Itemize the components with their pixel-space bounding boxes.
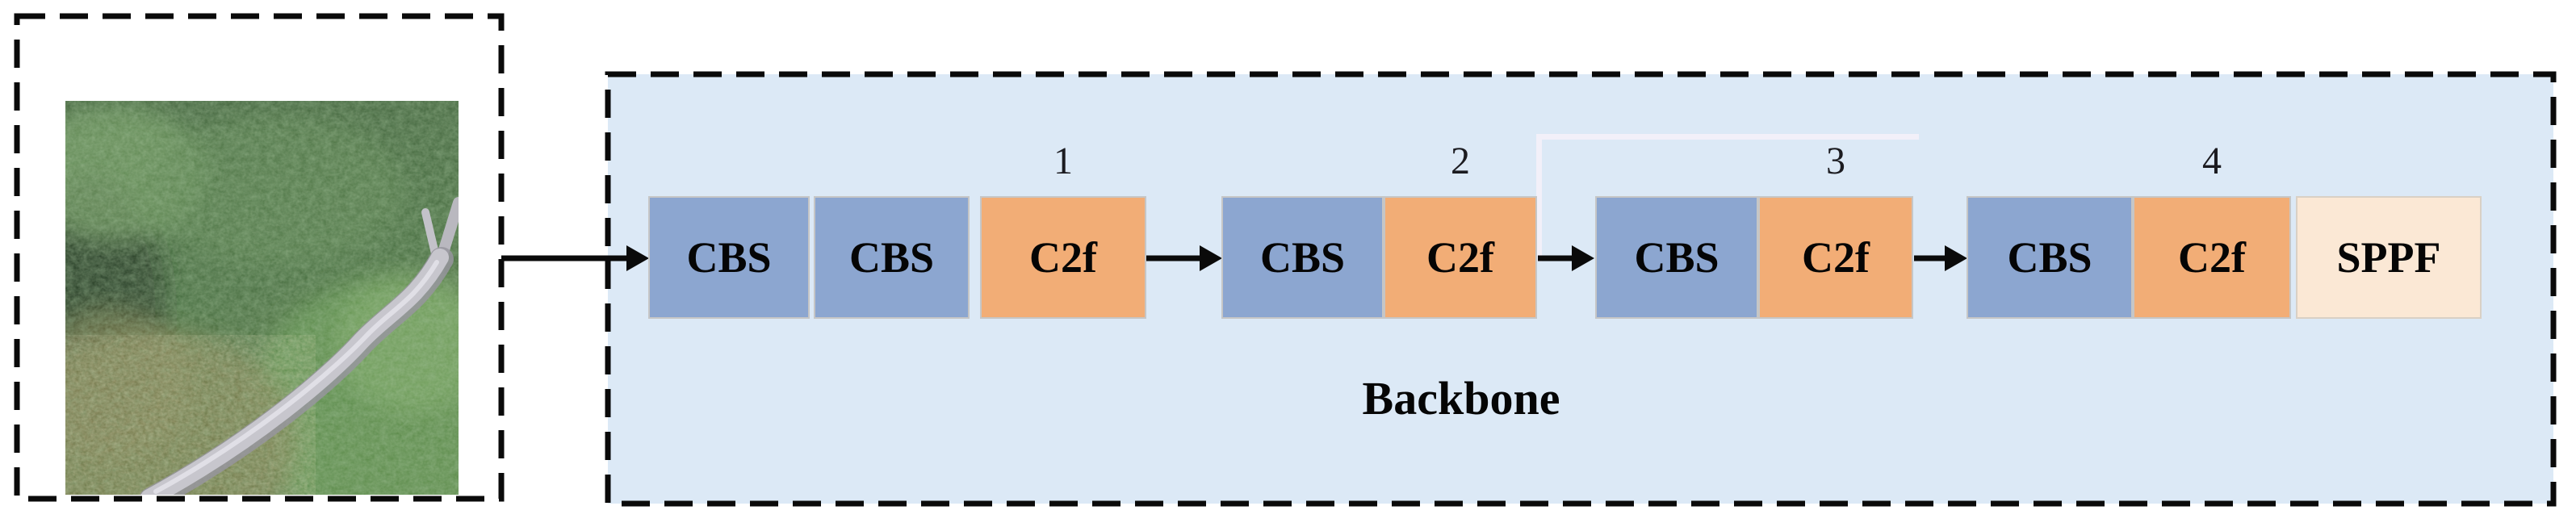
white-artifact-line-horizontal [1536, 134, 1919, 140]
block-c2f-3: C2f [1758, 196, 1913, 319]
block-c2f-4: C2f [2133, 196, 2291, 319]
stage-number-2: 2 [1451, 140, 1470, 182]
arrow-stage1-head [1200, 245, 1222, 271]
backbone-label: Backbone [1362, 372, 1560, 425]
block-c2f-1: C2f [980, 196, 1146, 319]
arrow-stage3-line [1914, 255, 1946, 261]
input-box [14, 13, 505, 502]
branch-highlight [153, 260, 439, 494]
block-cbs-1: CBS [648, 196, 810, 319]
arrow-input-line [501, 255, 629, 261]
flow-arrows [501, 245, 1967, 271]
arrow-input-head [626, 245, 649, 271]
arrow-stage2-head [1572, 245, 1594, 271]
block-sppf: SPPF [2296, 196, 2482, 319]
white-artifact-line-vertical [1536, 134, 1542, 261]
block-cbs-5: CBS [1967, 196, 2133, 319]
stage-number-4: 4 [2202, 140, 2222, 182]
block-cbs-2: CBS [814, 196, 970, 319]
stage-number-3: 3 [1826, 140, 1845, 182]
arrow-stage1-line [1146, 255, 1201, 261]
block-cbs-3: CBS [1221, 196, 1384, 319]
stage-number-1: 1 [1053, 140, 1073, 182]
block-cbs-4: CBS [1595, 196, 1758, 319]
arrow-stage2-line [1538, 255, 1573, 261]
forest-scene-photo [65, 101, 459, 495]
block-c2f-2: C2f [1384, 196, 1537, 319]
arrow-stage3-head [1945, 245, 1967, 271]
